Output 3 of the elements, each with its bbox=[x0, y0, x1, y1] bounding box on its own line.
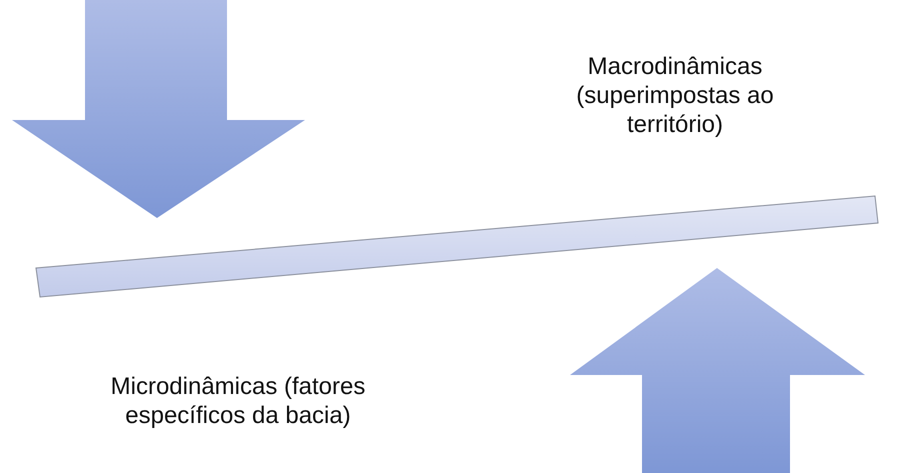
micro-dynamics-text: Microdinâmicas (fatores específicos da bacia) bbox=[110, 372, 366, 430]
balance-bar bbox=[35, 195, 879, 298]
macro-dynamics-text: Macrodinâmicas (superimpostas ao território) bbox=[575, 52, 775, 139]
